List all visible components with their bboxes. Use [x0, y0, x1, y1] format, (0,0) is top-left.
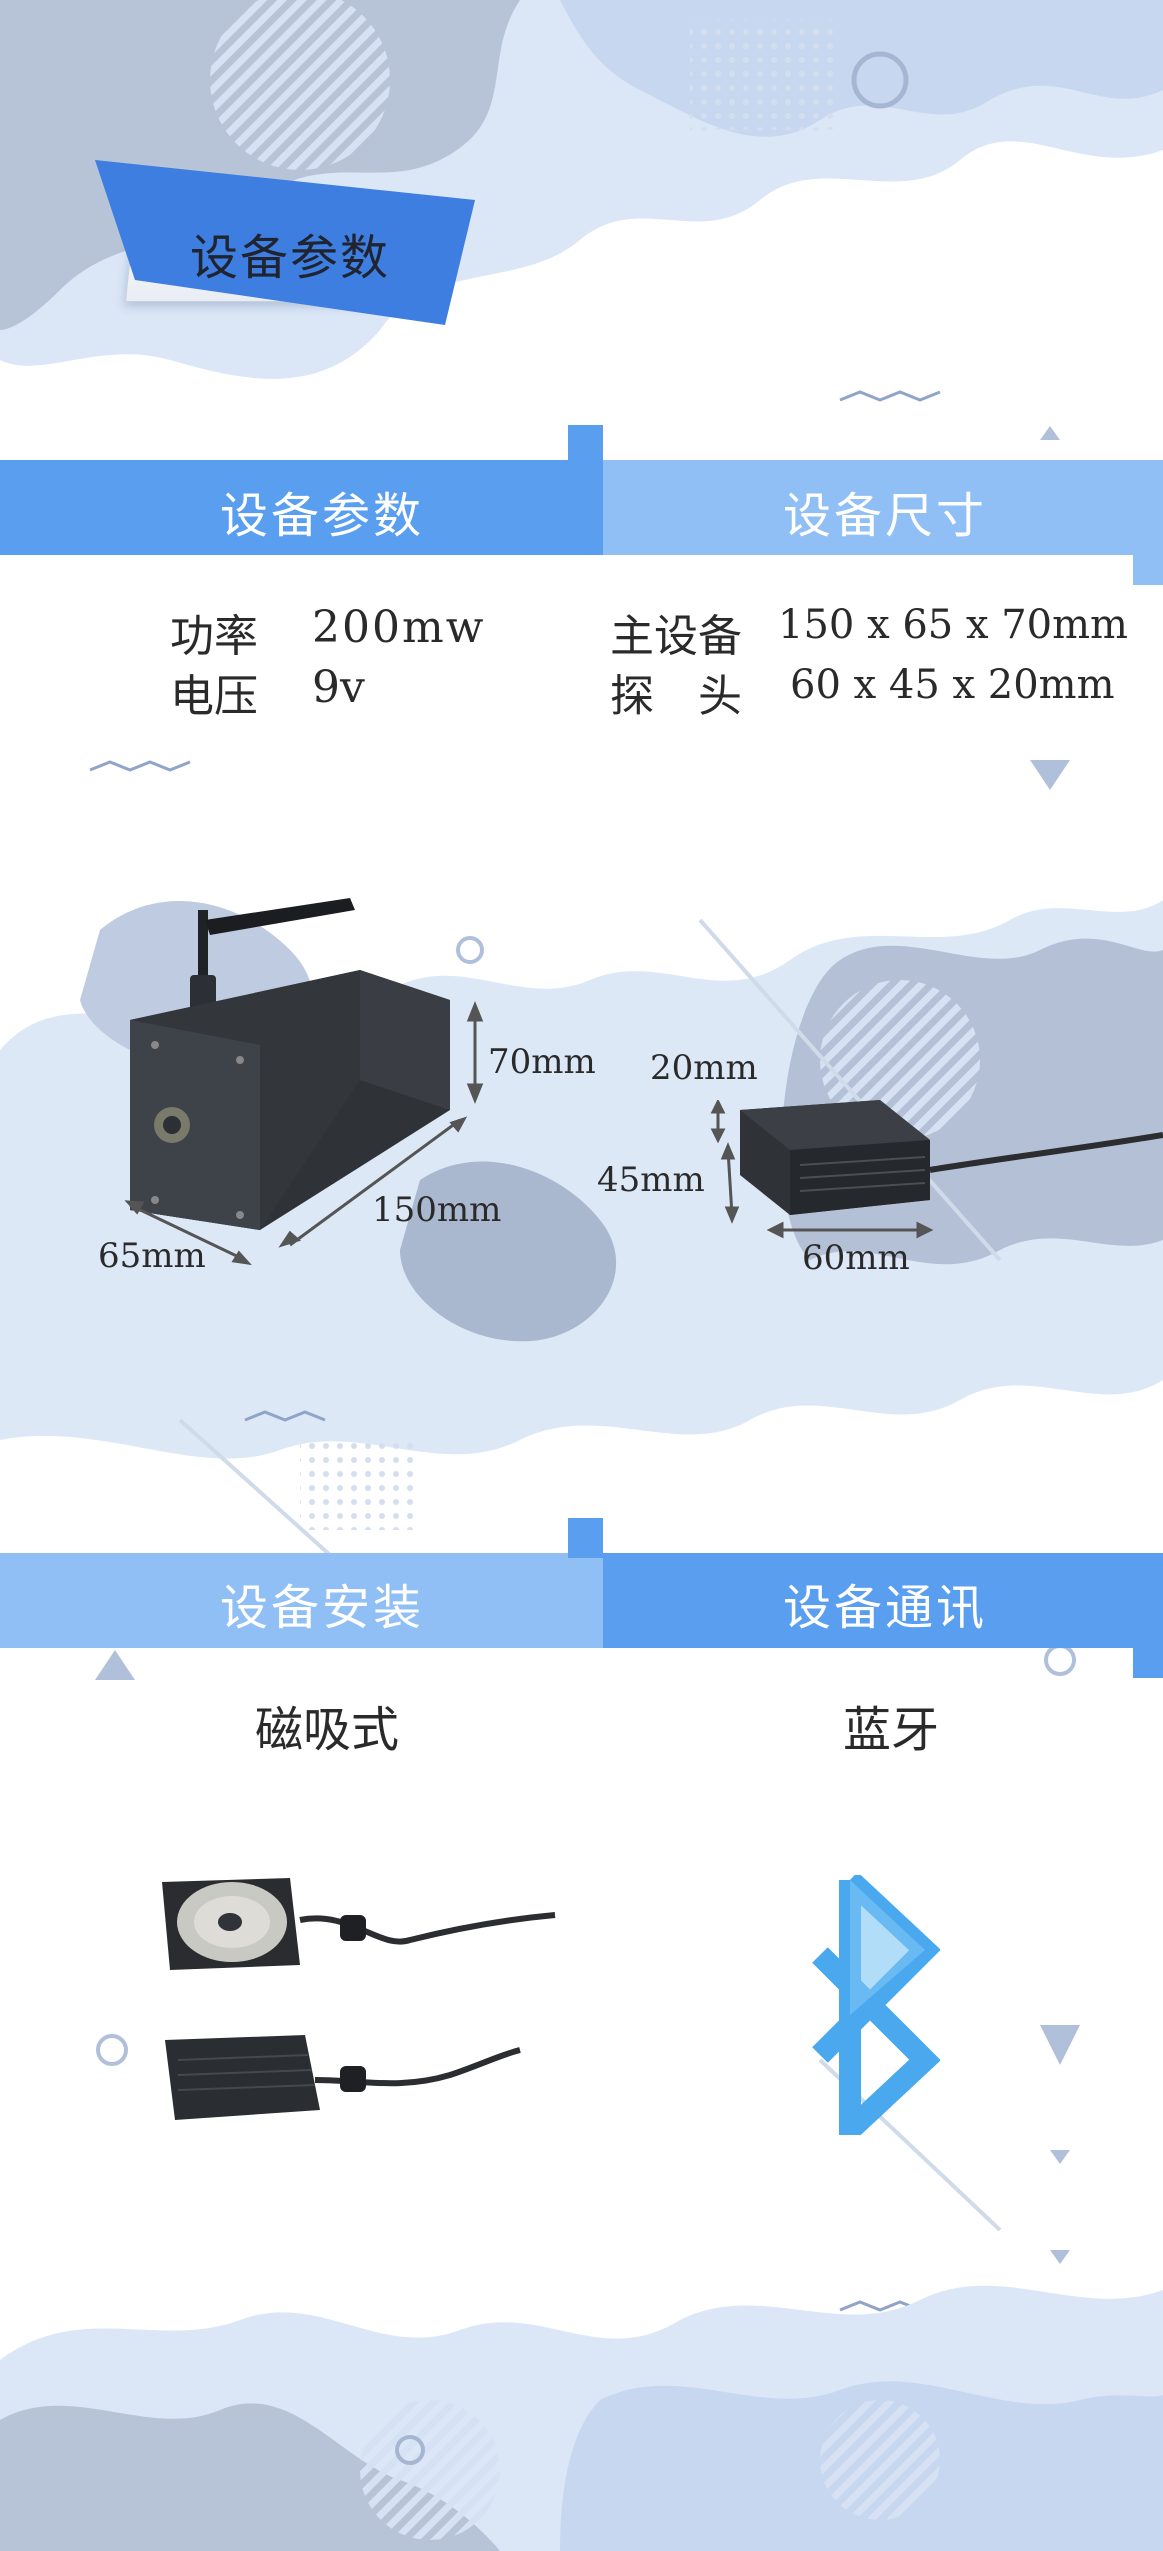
- bar-accent: [1133, 550, 1163, 585]
- install-header-label: 设备安装: [220, 1580, 425, 1636]
- spec-key: 主设备: [610, 611, 742, 662]
- spec-value: 60 x 45 x 20mm: [790, 662, 1115, 708]
- probe-height-label: 20mm: [650, 1048, 758, 1088]
- spec-key: 功率: [170, 611, 258, 662]
- spec-key: 电压: [170, 671, 258, 722]
- comm-value: 蓝牙: [843, 1702, 940, 1758]
- spec-value: 9v: [312, 662, 365, 713]
- probe-width-label: 60mm: [802, 1238, 910, 1278]
- size-header-bar: [603, 460, 1163, 555]
- main-length-label: 150mm: [372, 1190, 502, 1230]
- params-header-label: 设备参数: [220, 488, 425, 544]
- size-header-label: 设备尺寸: [783, 488, 988, 544]
- main-width-label: 65mm: [98, 1236, 206, 1276]
- main-device-dimension-arrows: [124, 1000, 484, 1266]
- probe-image: [740, 1100, 1163, 1215]
- probe-dimension-arrows: [710, 1100, 934, 1239]
- main-height-label: 70mm: [488, 1042, 596, 1082]
- install-value: 磁吸式: [255, 1702, 400, 1758]
- page-title: 设备参数: [190, 230, 391, 286]
- comm-header-bar: [603, 1553, 1163, 1648]
- bar-accent: [1133, 1643, 1163, 1678]
- spec-value: 150 x 65 x 70mm: [778, 602, 1128, 648]
- params-header-bar: [0, 460, 603, 555]
- bar-accent: [568, 425, 603, 465]
- bar-accent: [568, 1518, 603, 1558]
- title-accent: [95, 160, 475, 325]
- main-device-image: [130, 898, 450, 1230]
- comm-header-label: 设备通讯: [783, 1580, 988, 1636]
- spec-value: 200mw: [312, 602, 486, 653]
- install-header-bar: [0, 1553, 603, 1648]
- bluetooth-icon: [812, 1875, 940, 2135]
- probe-depth-label: 45mm: [597, 1160, 705, 1200]
- magnetic-mount-image: [162, 1878, 556, 2120]
- spec-key: 探 头: [610, 671, 742, 722]
